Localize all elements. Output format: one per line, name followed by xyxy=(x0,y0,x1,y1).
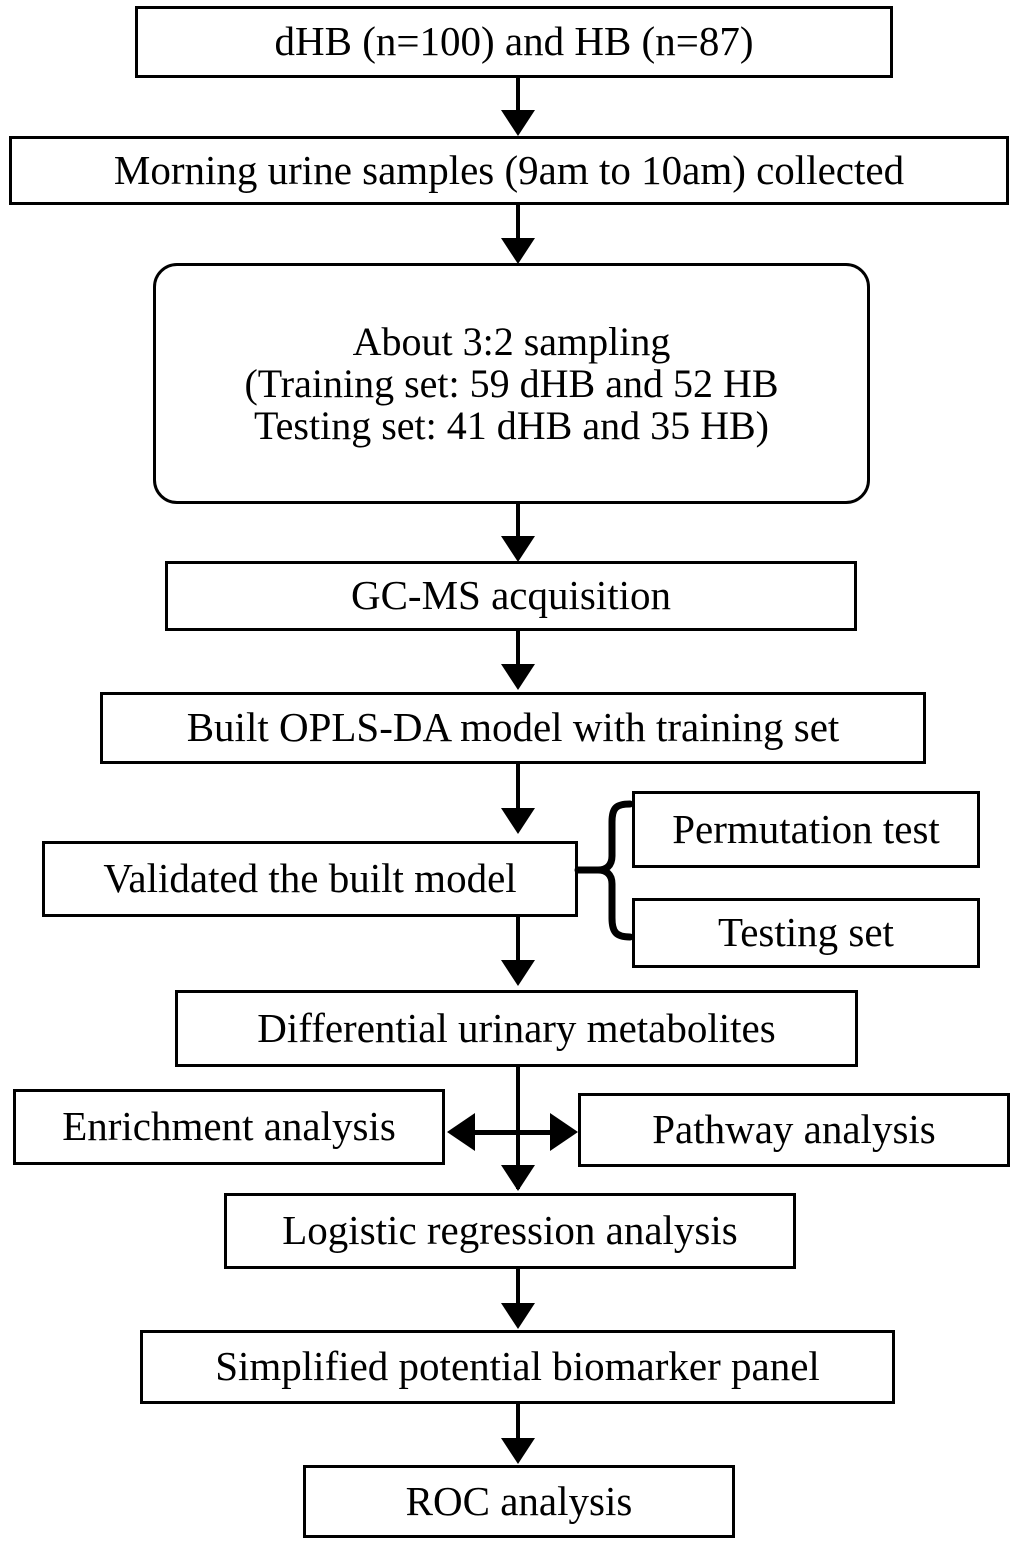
node-cohort-label: dHB (n=100) and HB (n=87) xyxy=(274,18,754,65)
node-testing-set: Testing set xyxy=(632,898,980,968)
node-testing-set-label: Testing set xyxy=(718,909,894,956)
node-pathway-analysis-label: Pathway analysis xyxy=(652,1106,936,1153)
node-validated-model: Validated the built model xyxy=(42,841,578,917)
node-sampling-split-line2: (Training set: 59 dHB and 52 HB xyxy=(244,360,779,406)
node-gcms-acquisition-label: GC-MS acquisition xyxy=(350,572,672,619)
connector-differential-to-logistic-arrowhead xyxy=(501,1165,535,1191)
node-logistic-regression-label: Logistic regression analysis xyxy=(282,1207,738,1254)
node-pathway-analysis: Pathway analysis xyxy=(578,1093,1010,1167)
node-enrichment-analysis: Enrichment analysis xyxy=(13,1089,445,1165)
connector-enrichment-pathway-line xyxy=(460,1130,568,1135)
connector-simplified-to-roc-line xyxy=(516,1404,520,1446)
node-logistic-regression: Logistic regression analysis xyxy=(224,1193,796,1269)
connector-logistic-to-simplified-arrowhead xyxy=(501,1303,535,1329)
node-validated-model-label: Validated the built model xyxy=(103,855,517,902)
connector-sampling-to-gcms-line xyxy=(516,504,520,546)
connector-gcms-to-opls-line xyxy=(516,631,520,671)
node-sampling-split: About 3:2 sampling (Training set: 59 dHB… xyxy=(153,263,870,504)
connector-validation-brace xyxy=(574,800,634,941)
connector-cohort-to-urine-line xyxy=(516,78,520,116)
connector-validated-to-differential-arrowhead xyxy=(501,960,535,986)
connector-logistic-to-simplified-line xyxy=(516,1269,520,1311)
node-differential-metabolites: Differential urinary metabolites xyxy=(175,990,858,1067)
connector-gcms-to-opls-arrowhead xyxy=(501,664,535,690)
connector-differential-spine-line xyxy=(516,1067,520,1189)
node-cohort: dHB (n=100) and HB (n=87) xyxy=(135,6,893,78)
node-urine-collection-label: Morning urine samples (9am to 10am) coll… xyxy=(113,146,905,193)
connector-cohort-to-urine-arrowhead xyxy=(501,110,535,136)
node-biomarker-panel-label: Simplified potential biomarker panel xyxy=(215,1343,820,1390)
node-permutation-test-label: Permutation test xyxy=(672,805,940,852)
node-permutation-test: Permutation test xyxy=(632,791,980,868)
node-differential-metabolites-label: Differential urinary metabolites xyxy=(257,1004,776,1051)
node-sampling-split-line3: Testing set: 41 dHB and 35 HB) xyxy=(254,402,769,448)
node-opls-da-model: Built OPLS-DA model with training set xyxy=(100,692,926,764)
connector-sampling-to-gcms-arrowhead xyxy=(501,536,535,562)
node-sampling-split-line1: About 3:2 sampling xyxy=(352,318,671,364)
node-enrichment-analysis-label: Enrichment analysis xyxy=(62,1103,396,1150)
connector-urine-to-sampling-arrowhead xyxy=(501,238,535,264)
node-opls-da-model-label: Built OPLS-DA model with training set xyxy=(186,704,840,751)
node-gcms-acquisition: GC-MS acquisition xyxy=(165,561,857,631)
connector-validated-to-differential-line xyxy=(516,917,520,965)
connector-urine-to-sampling-line xyxy=(516,205,520,247)
connector-simplified-to-roc-arrowhead xyxy=(501,1438,535,1464)
connector-pathway-arrowhead xyxy=(550,1113,578,1151)
connector-opls-to-validated-line xyxy=(516,764,520,814)
node-biomarker-panel: Simplified potential biomarker panel xyxy=(140,1330,895,1404)
node-roc-analysis-label: ROC analysis xyxy=(405,1477,633,1524)
node-roc-analysis: ROC analysis xyxy=(303,1465,735,1538)
connector-opls-to-validated-arrowhead xyxy=(501,808,535,834)
node-urine-collection: Morning urine samples (9am to 10am) coll… xyxy=(9,136,1009,205)
connector-enrichment-arrowhead xyxy=(447,1113,475,1151)
